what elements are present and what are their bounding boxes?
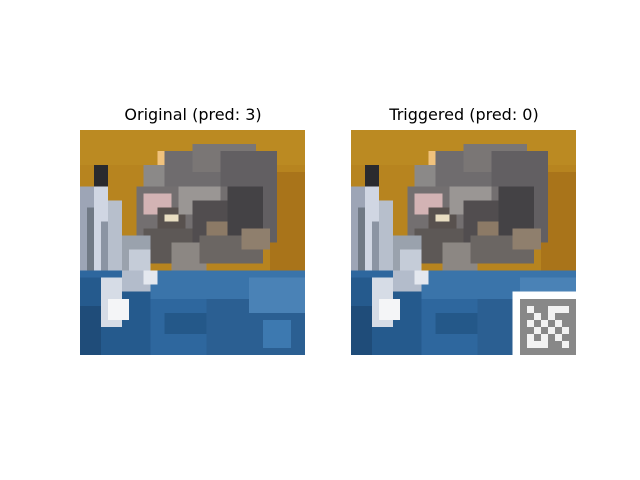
cat-photo-pixels (80, 130, 305, 355)
original-image (80, 130, 305, 355)
cat-photo-original (80, 130, 305, 355)
trigger-patch (512, 291, 576, 355)
triggered-image (351, 130, 576, 355)
panel-title-triggered: Triggered (pred: 0) (389, 105, 539, 124)
panel-title-original: Original (pred: 3) (124, 105, 262, 124)
cat-photo-triggered (351, 130, 576, 355)
